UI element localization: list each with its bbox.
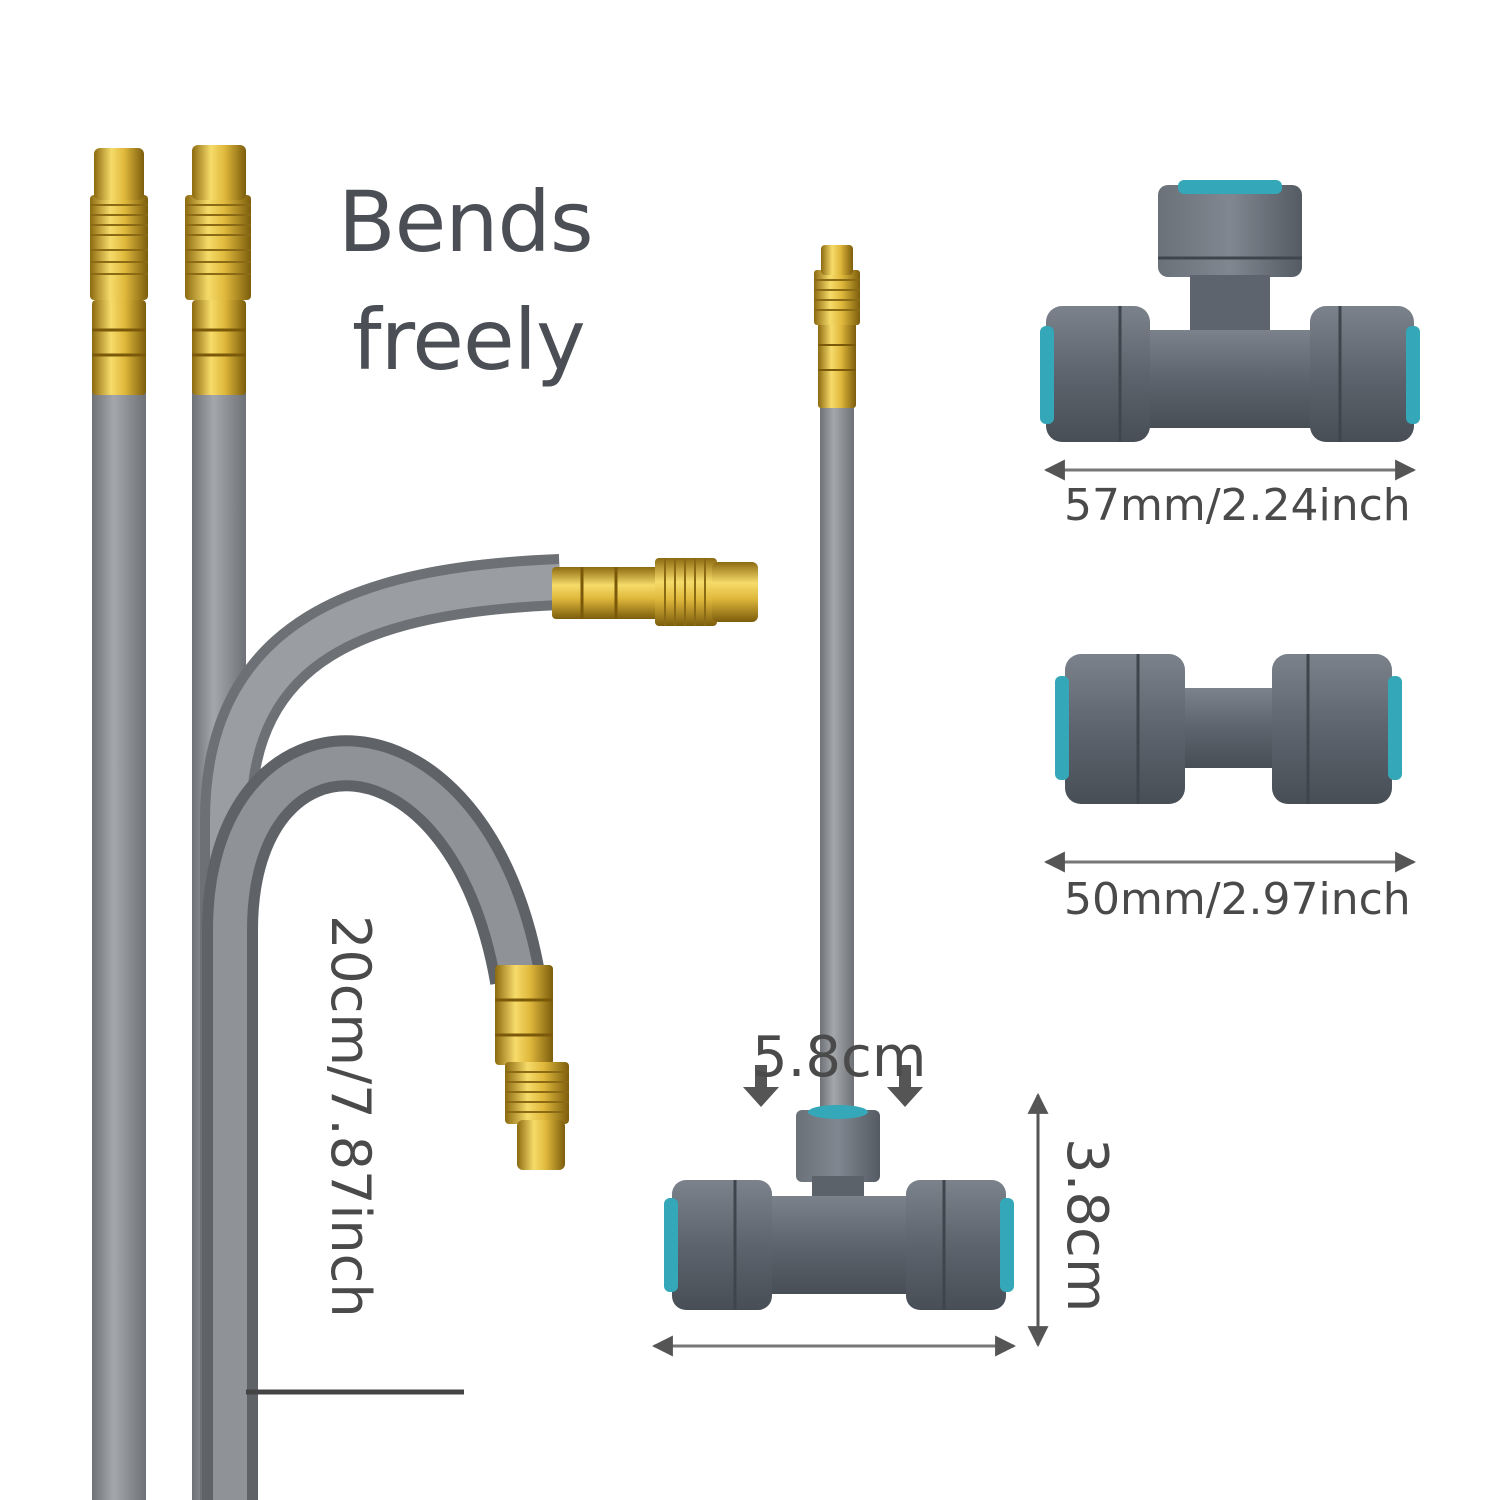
brass-nozzle-2 [185, 145, 251, 395]
tee-width-label: 5.8cm [752, 1025, 927, 1090]
tee-connector-width-label: 57mm/2.24inch [1064, 480, 1411, 531]
straight-connector [1055, 654, 1402, 804]
hose-assembly-center [814, 245, 860, 1115]
headline-line-2: freely [352, 291, 586, 389]
hose-bent-right [200, 554, 758, 1500]
brass-nozzle-4 [495, 965, 569, 1170]
hose-length-label: 20cm/7.87inch [319, 915, 382, 1318]
headline: Bends freely [338, 172, 594, 390]
tee-connector-assembled [664, 1105, 1014, 1310]
headline-line-1: Bends [338, 173, 594, 271]
straight-connector-width-label: 50mm/2.97inch [1064, 874, 1411, 925]
brass-nozzle-1 [90, 148, 148, 395]
hose-straight-1 [90, 148, 148, 1500]
brass-nozzle-3 [552, 558, 758, 626]
tee-connector [1040, 180, 1420, 442]
insert-arrows [743, 1065, 923, 1107]
tee-height-label: 3.8cm [1054, 1138, 1119, 1313]
hose-bent-hook [202, 735, 569, 1500]
